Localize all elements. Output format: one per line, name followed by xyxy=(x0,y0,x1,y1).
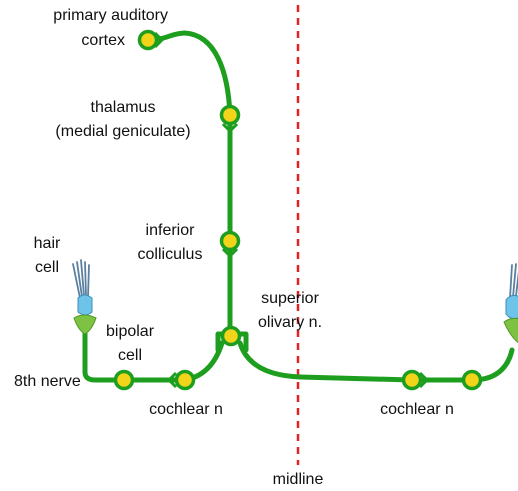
arrowhead-left-cochlear xyxy=(167,371,178,389)
label-cochlear-right: cochlear n xyxy=(380,401,454,418)
label-thalamus-line2: (medial geniculate) xyxy=(55,123,190,140)
right-8th-nerve-path xyxy=(409,347,515,383)
left-hair-cell-icon xyxy=(72,259,93,316)
label-8th-nerve: 8th nerve xyxy=(14,373,81,390)
pathway-nodes xyxy=(113,29,483,391)
label-bipolar-line1: bipolar xyxy=(106,323,155,340)
left-8th-nerve-path xyxy=(82,327,188,383)
right-hair-cell-icon xyxy=(505,263,518,320)
arrowhead-inferior xyxy=(221,247,239,258)
node-left-bipolar xyxy=(113,369,135,391)
label-inferior-line2: colliculus xyxy=(138,246,203,263)
label-hair-line2: cell xyxy=(35,259,59,276)
label-hair-line1: hair xyxy=(34,235,61,252)
label-primary-auditory-line1: primary auditory xyxy=(53,7,168,24)
node-superior-olive xyxy=(220,325,242,347)
label-inferior-line1: inferior xyxy=(146,222,196,239)
arrowhead-cortex xyxy=(153,31,164,49)
node-thalamus xyxy=(219,104,241,126)
olive-to-right-cochlear-path xyxy=(237,340,415,383)
arrowheads xyxy=(153,31,429,389)
label-primary-auditory-line2: cortex xyxy=(81,32,125,49)
label-thalamus-line1: thalamus xyxy=(91,99,156,116)
label-cochlear-left: cochlear n xyxy=(149,401,223,418)
arrowhead-thalamus xyxy=(221,122,239,133)
thalamus-to-cortex-path xyxy=(147,30,233,118)
label-superior-line2: olivary n. xyxy=(258,314,322,331)
label-bipolar-line2: cell xyxy=(118,347,142,364)
right-bipolar-cell-icon xyxy=(503,317,518,343)
left-bipolar-cell-icon xyxy=(73,314,97,335)
label-superior-line1: superior xyxy=(261,290,319,307)
arrowhead-right-cochlear xyxy=(418,371,429,389)
label-midline: midline xyxy=(273,471,324,488)
node-left-cochlear xyxy=(174,369,196,391)
node-right-bipolar xyxy=(461,369,483,391)
node-right-cochlear xyxy=(401,369,423,391)
node-inferior-colliculus xyxy=(219,230,241,252)
node-cortex xyxy=(137,29,159,51)
